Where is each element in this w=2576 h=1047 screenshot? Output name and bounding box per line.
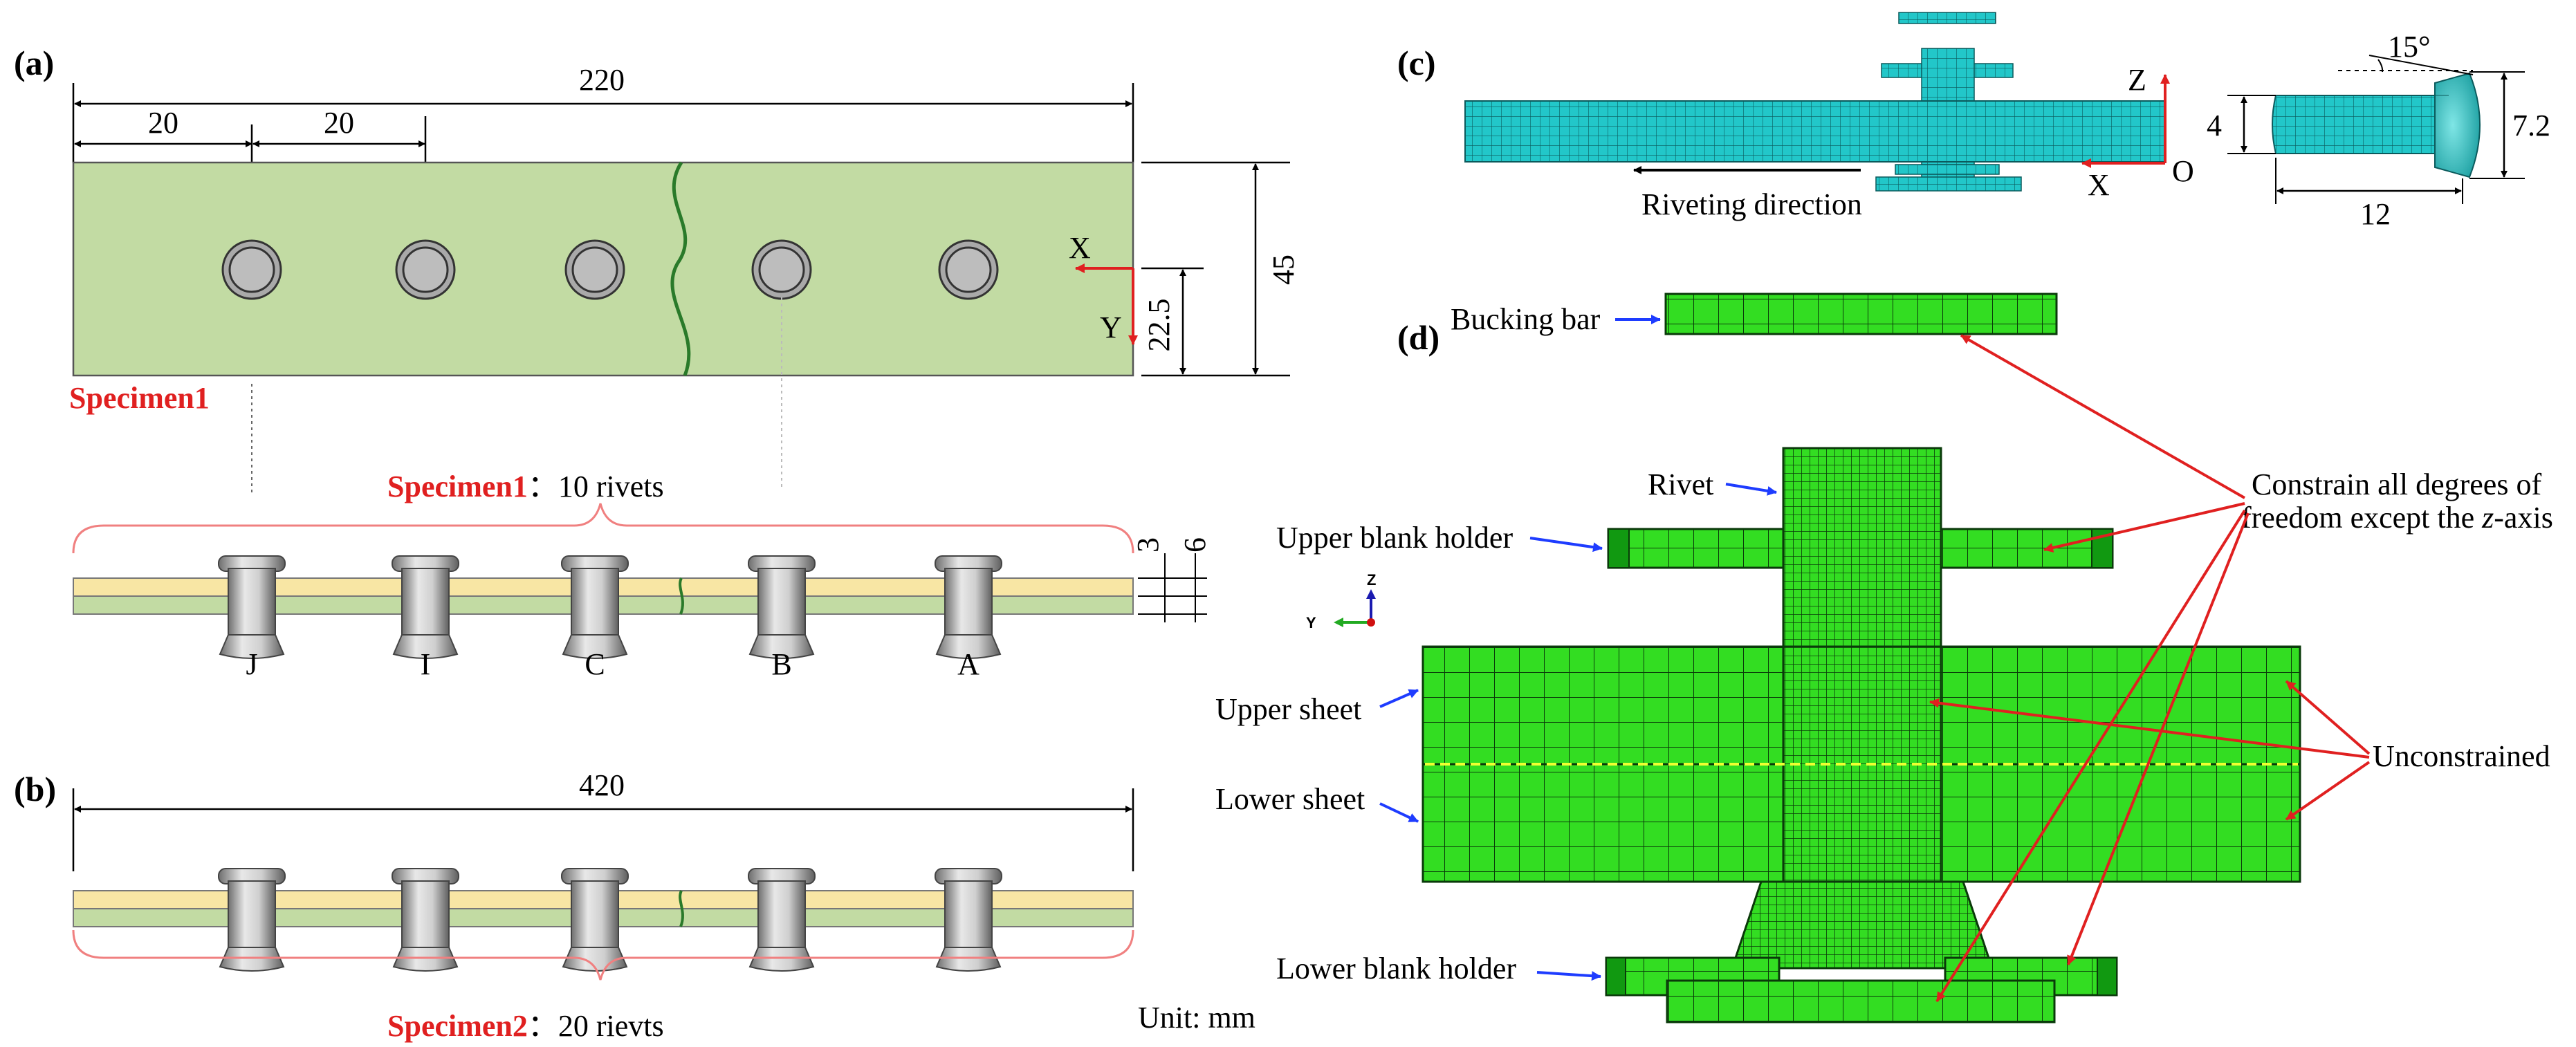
panel-label-a: (a) xyxy=(14,44,54,82)
specimen1-rivet-count: Specimen1：10 rivets xyxy=(387,470,664,503)
dimension-shank-diameter-label: 4 xyxy=(2207,109,2222,142)
rivet-top-view xyxy=(938,239,999,300)
rivet-label-c: C xyxy=(585,647,605,681)
dimension-half-width-label: 22.5 xyxy=(1142,299,1176,352)
rivet-side xyxy=(748,868,816,972)
panel-c: (c) Z X O Riveting direction 15° 4 xyxy=(1397,12,2550,231)
y-axis-label: Y xyxy=(1100,311,1122,344)
dimension-pitch-1-label: 20 xyxy=(148,106,178,140)
rivet-label-j: J xyxy=(246,647,257,681)
specimen2-rivet-count: Specimen2：20 rievts xyxy=(387,1009,664,1043)
panel-a: (a) 220 20 20 X Y 45 22.5 S xyxy=(14,44,1300,681)
rivet-formed-tail xyxy=(1730,880,1994,970)
upper-sheet-label: Upper sheet xyxy=(1215,692,1361,726)
bucking-bar-label: Bucking bar xyxy=(1451,302,1601,336)
rivet-top-view xyxy=(751,239,812,300)
panel-d: (d) Z Y xyxy=(1215,293,2553,1023)
panel-b: (b) 420 Specimen2：20 rievts Unit: mm xyxy=(14,768,1255,1043)
rivet-top-view xyxy=(221,239,282,300)
unconstrained-arrows xyxy=(1929,680,2371,821)
x-axis-label: X xyxy=(1069,231,1091,265)
specimen1-label: Specimen1 xyxy=(69,381,210,415)
panel-label-c: (c) xyxy=(1397,44,1436,82)
thickness-1-label: 3 xyxy=(1131,537,1165,553)
dimension-width-label: 45 xyxy=(1267,254,1300,285)
dimension-pitch-2-label: 20 xyxy=(324,106,354,140)
rivet-label-b: B xyxy=(771,647,791,681)
rivet-c-side xyxy=(561,555,629,659)
upper-blank-holder-label: Upper blank holder xyxy=(1276,521,1513,555)
upper-blank-holder-right xyxy=(1940,528,2114,569)
rivet-detail xyxy=(2272,72,2481,178)
rivet-b-side xyxy=(748,555,816,659)
lower-bar-mesh xyxy=(1666,979,2056,1023)
rivet-side xyxy=(392,868,459,972)
bucking-bar-mesh xyxy=(1664,293,2058,335)
rivet-label-a: A xyxy=(957,647,979,681)
rivet-i-side xyxy=(392,555,459,659)
rivet-j-side xyxy=(218,555,286,659)
rivet-label-i: I xyxy=(421,647,431,681)
rivet-top-view xyxy=(564,239,625,300)
x-axis-label-c: X xyxy=(2088,168,2110,202)
rivet-label: Rivet xyxy=(1648,467,1713,501)
triad-y-label: Y xyxy=(1306,614,1316,631)
riveting-direction-label: Riveting direction xyxy=(1641,187,1862,221)
panel-label-b: (b) xyxy=(14,770,56,808)
upper-blank-holder-left xyxy=(1607,528,1785,569)
constraint-label-line1: Constrain all degrees of xyxy=(2252,467,2541,501)
unconstrained-label: Unconstrained xyxy=(2373,739,2550,773)
rivet-a-side xyxy=(935,555,1002,659)
dimension-total-length-label: 220 xyxy=(579,63,625,97)
rivet-top-view xyxy=(395,239,456,300)
thickness-2-label: 6 xyxy=(1178,537,1212,553)
dimension-total-length-b-label: 420 xyxy=(579,768,625,802)
constraint-arrows xyxy=(1935,334,2250,1003)
z-axis-label: Z xyxy=(2128,63,2146,97)
rivet-side xyxy=(561,868,629,972)
lower-sheet-label: Lower sheet xyxy=(1215,782,1365,816)
dimension-head-diameter-label: 7.2 xyxy=(2512,109,2550,142)
triad-z-label: Z xyxy=(1367,571,1376,589)
rivet-side xyxy=(218,868,286,972)
angle-label: 15° xyxy=(2388,30,2431,64)
break-line xyxy=(670,161,691,376)
brace-specimen1 xyxy=(72,503,1134,554)
coordinate-triad: Z Y xyxy=(1306,571,1376,631)
fe-model-plate xyxy=(1464,100,2166,163)
brace-specimen2 xyxy=(72,929,1134,981)
lower-blank-holder-label: Lower blank holder xyxy=(1276,952,1516,985)
unit-label: Unit: mm xyxy=(1138,1001,1255,1035)
dimension-rivet-length-label: 12 xyxy=(2360,197,2391,231)
rivet-side xyxy=(935,868,1002,972)
constraint-label-line2: freedom except the z-axis xyxy=(2241,501,2553,535)
origin-label: O xyxy=(2172,154,2194,188)
panel-label-d: (d) xyxy=(1397,318,1439,357)
